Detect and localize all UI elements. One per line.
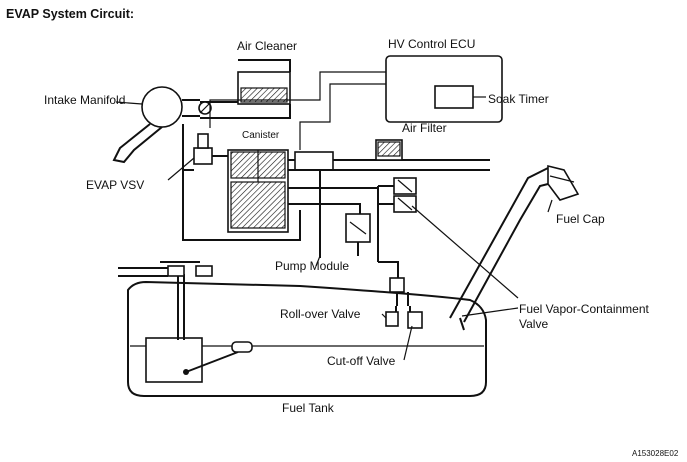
air-filter [375,139,403,161]
canister [227,149,289,233]
roll-over-and-cut-off-valves [378,261,423,329]
label-air-filter: Air Filter [402,121,447,135]
fuel-filler-pipe [449,164,580,331]
label-pump-module: Pump Module [275,259,349,273]
label-fuel-cap: Fuel Cap [556,212,605,226]
label-fuel-vapor-containment-valve: Valve [519,317,548,331]
label-air-cleaner: Air Cleaner [237,39,297,53]
label-intake-manifold: Intake Manifold [44,93,125,107]
label-fuel-vapor-containment: Fuel Vapor-Containment [519,302,650,316]
label-fuel-tank: Fuel Tank [282,401,335,415]
hv-control-ecu [385,55,503,123]
fuel-tank [118,261,487,397]
ecu-wire-evap-vsv [209,71,386,128]
label-evap-vsv: EVAP VSV [86,178,144,192]
fuel-vapor-containment-valve [288,177,417,262]
pump-module [288,151,490,258]
leader-lines [115,101,553,361]
label-cut-off-valve: Cut-off Valve [327,354,396,368]
figure-code: A153028E02 [632,449,679,458]
diagram-title: EVAP System Circuit: [6,7,134,21]
intake-manifold [112,86,212,164]
label-soak-timer: Soak Timer [488,92,549,106]
label-roll-over-valve: Roll-over Valve [280,307,361,321]
ecu-wire-pump-module [299,83,386,150]
label-hv-control-ecu: HV Control ECU [388,37,475,51]
air-cleaner [200,59,291,119]
label-canister: Canister [242,130,280,141]
evap-vsv [182,124,301,241]
